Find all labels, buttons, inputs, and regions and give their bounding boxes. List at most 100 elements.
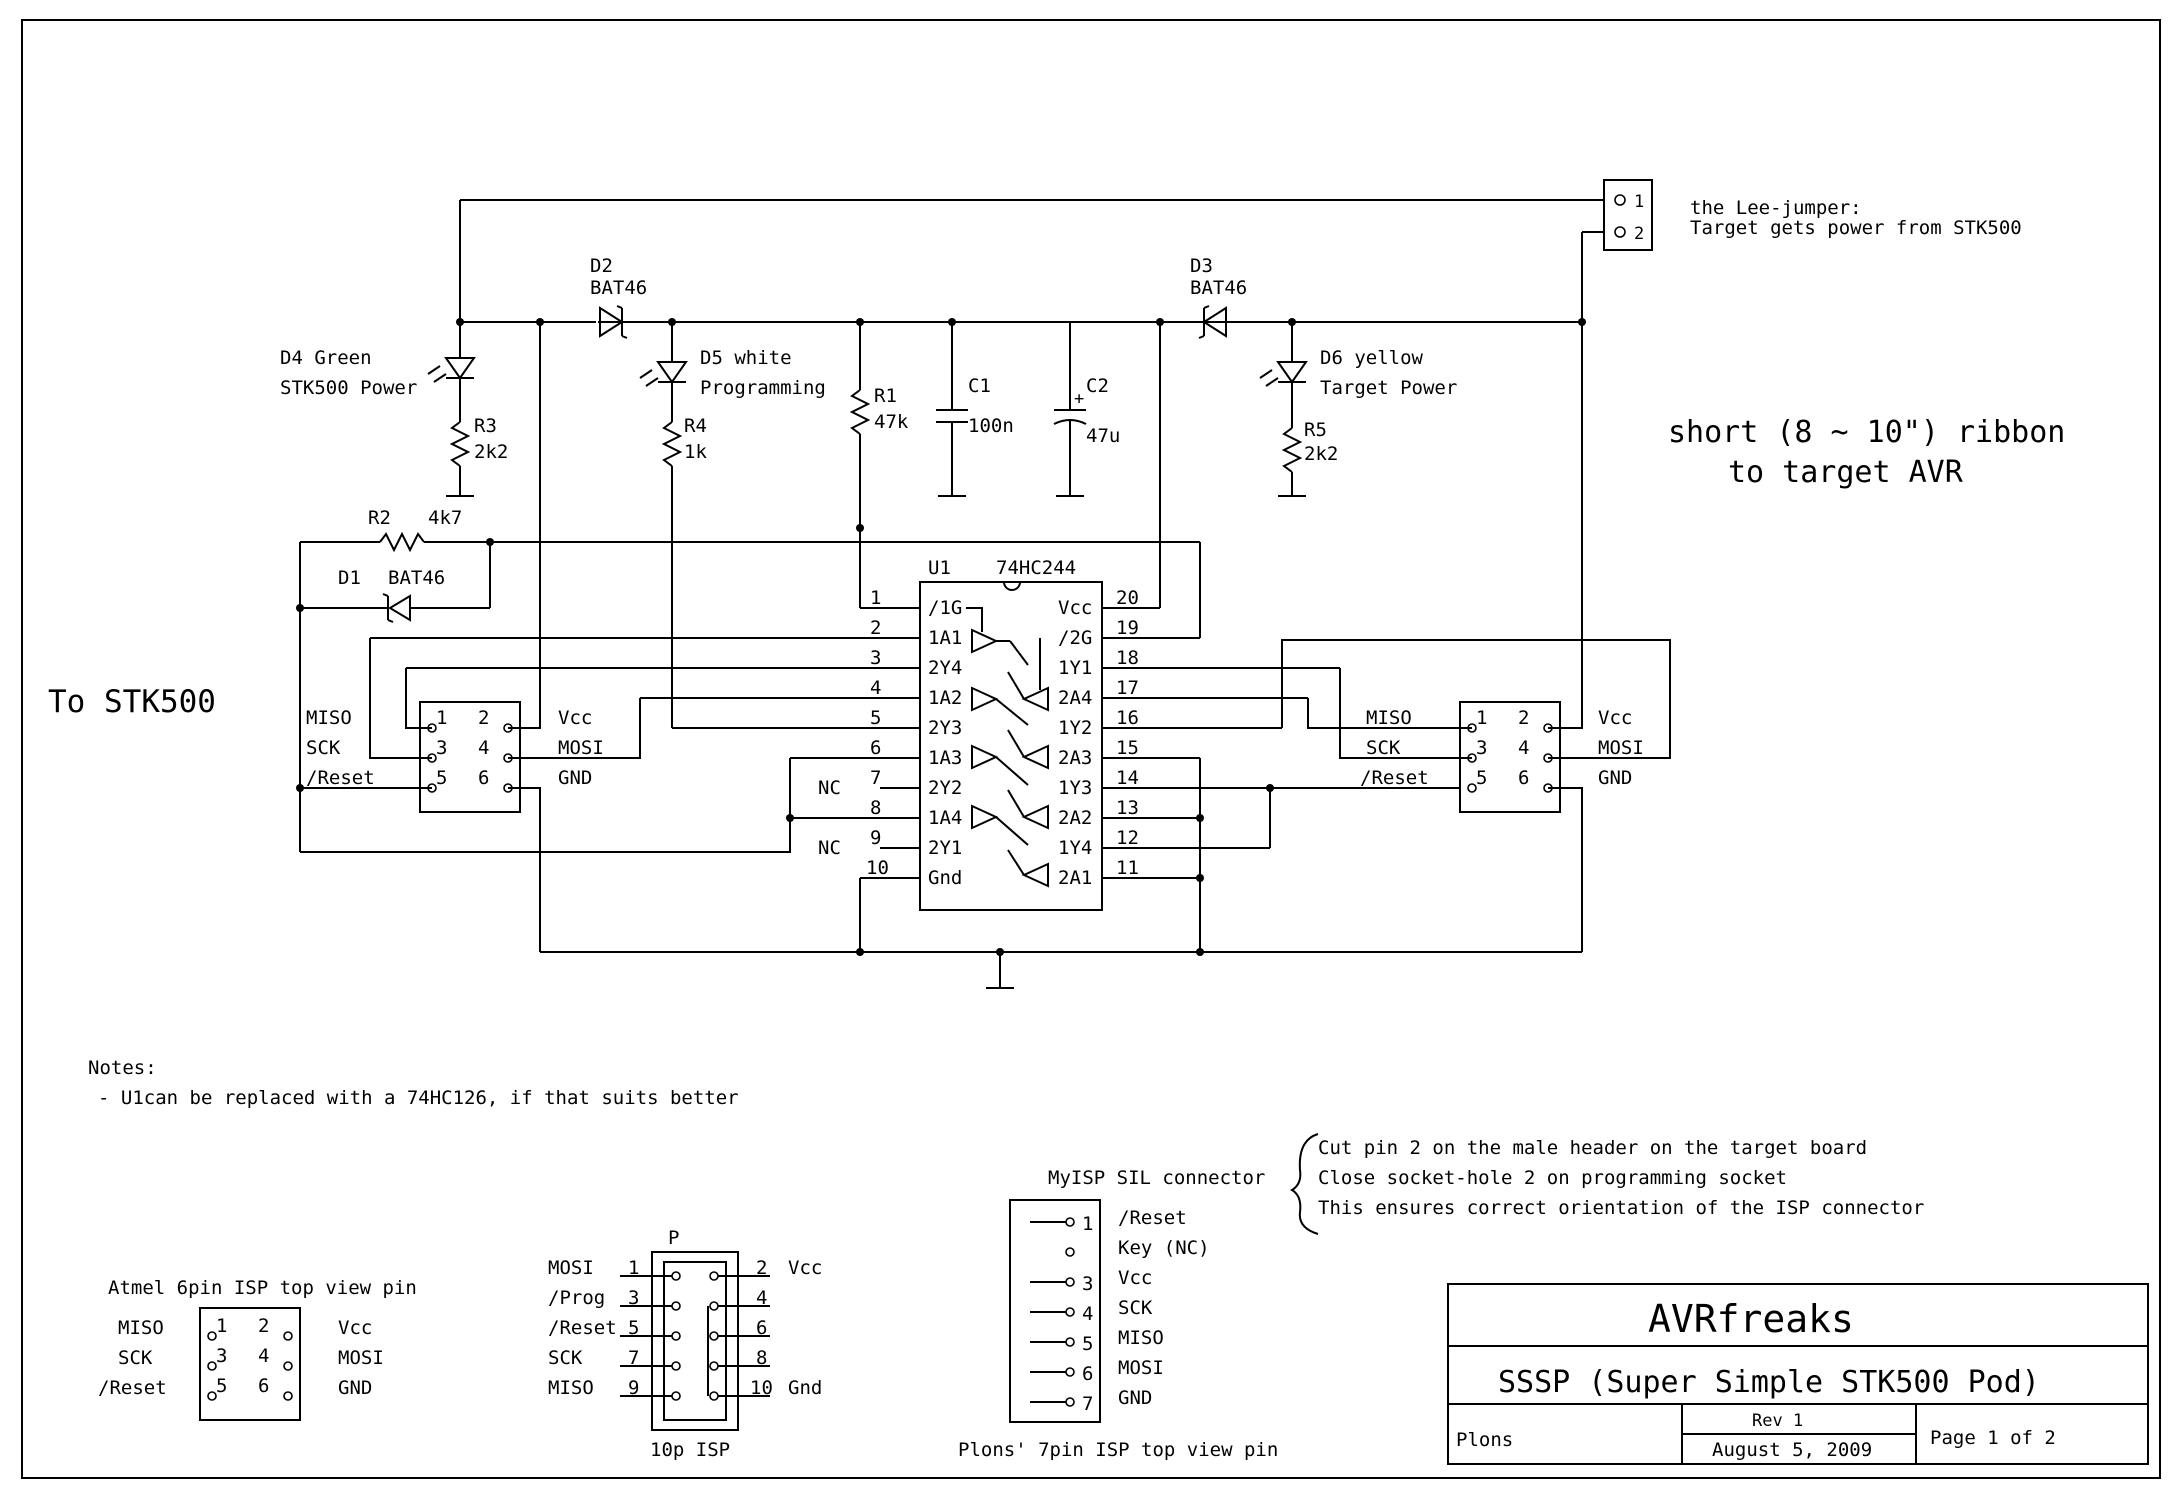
stk500-wiring: [300, 322, 791, 952]
d2-value: BAT46: [590, 277, 647, 299]
title-author: Plons: [1456, 1429, 1513, 1451]
r4-value: 1k: [684, 441, 707, 463]
d3-ref: D3: [1190, 255, 1213, 277]
ic-internal-buffers: [966, 607, 1049, 888]
d1-value: BAT46: [388, 567, 445, 589]
svg-text:6: 6: [756, 1317, 767, 1339]
svg-text:1Y3: 1Y3: [1058, 777, 1092, 799]
d6-ref: D6 yellow: [1320, 347, 1424, 369]
svg-text:12: 12: [1116, 827, 1139, 849]
svg-text:1Y1: 1Y1: [1058, 657, 1092, 679]
svg-text:20: 20: [1116, 587, 1139, 609]
svg-text:/Reset: /Reset: [1118, 1207, 1187, 1229]
tgt-vcc: Vcc: [1598, 707, 1632, 729]
notes-title: Notes:: [88, 1057, 157, 1079]
isp10-prog: /Prog: [548, 1287, 605, 1309]
jumper-pin-1: 1: [1634, 192, 1644, 212]
svg-text:2: 2: [870, 617, 881, 639]
title-project: SSSP (Super Simple STK500 Pod): [1498, 1365, 2040, 1400]
svg-text:2: 2: [258, 1315, 269, 1337]
r4-ref: R4: [684, 415, 707, 437]
myisp-caption: Plons' 7pin ISP top view pin: [958, 1439, 1278, 1461]
isp10-mosi: MOSI: [548, 1257, 594, 1279]
d5-value: Programming: [700, 377, 826, 399]
jumper-pin-2: 2: [1634, 224, 1644, 244]
r2-ref: R2: [368, 507, 391, 529]
svg-text:16: 16: [1116, 707, 1139, 729]
d3-value: BAT46: [1190, 277, 1247, 299]
svg-text:6: 6: [1518, 767, 1529, 789]
tgt-mosi: MOSI: [1598, 737, 1644, 759]
svg-text:Vcc: Vcc: [1058, 597, 1092, 619]
c1-ref: C1: [968, 375, 991, 397]
svg-text:11: 11: [1116, 857, 1139, 879]
ribbon-label-2: to target AVR: [1728, 455, 1964, 490]
svg-text:15: 15: [1116, 737, 1139, 759]
diode-d2: [596, 305, 628, 339]
svg-text:1: 1: [1082, 1213, 1093, 1235]
tgt-reset: /Reset: [1360, 767, 1429, 789]
svg-text:6: 6: [1082, 1363, 1093, 1385]
svg-text:7: 7: [870, 767, 881, 789]
r2-value: 4k7: [428, 507, 462, 529]
isp10-sck: SCK: [548, 1347, 583, 1369]
isp10-reset: /Reset: [548, 1317, 617, 1339]
svg-text:4: 4: [1518, 737, 1529, 759]
svg-text:MISO: MISO: [1118, 1327, 1164, 1349]
svg-text:4: 4: [478, 737, 489, 759]
myisp-note-brace: [1290, 1133, 1319, 1235]
ic-right-stubs: [1102, 607, 1460, 879]
d4-value: STK500 Power: [280, 377, 417, 399]
title-company: AVRfreaks: [1648, 1297, 1854, 1341]
power-rails: [459, 199, 1604, 323]
svg-text:2A3: 2A3: [1058, 747, 1092, 769]
svg-text:1: 1: [1476, 707, 1487, 729]
atmel6-reset: /Reset: [98, 1377, 167, 1399]
myisp-pin-names: /Reset Key (NC) Vcc SCK MISO MOSI GND: [1118, 1207, 1210, 1409]
atmel6-miso: MISO: [118, 1317, 164, 1339]
svg-text:4: 4: [870, 677, 881, 699]
svg-text:7: 7: [1082, 1393, 1093, 1415]
atmel6-gnd: GND: [338, 1377, 372, 1399]
r1-ref: R1: [874, 385, 897, 407]
title-block: [1447, 1283, 2149, 1465]
c1-value: 100n: [968, 415, 1014, 437]
nc-label-9: NC: [818, 837, 841, 859]
svg-text:7: 7: [628, 1347, 639, 1369]
svg-text:14: 14: [1116, 767, 1139, 789]
svg-text:6: 6: [870, 737, 881, 759]
svg-text:4: 4: [258, 1345, 269, 1367]
svg-text:Vcc: Vcc: [1118, 1267, 1152, 1289]
diode-d3: [1198, 305, 1227, 339]
resistor-r2: [300, 528, 1200, 553]
svg-text:5: 5: [870, 707, 881, 729]
tgt-gnd: GND: [1598, 767, 1632, 789]
svg-text:Gnd: Gnd: [928, 867, 962, 889]
isp10-caption: 10p ISP: [650, 1439, 730, 1461]
atmel6-connector: 1 2 3 4 5 6: [199, 1307, 301, 1421]
svg-text:SCK: SCK: [1118, 1297, 1153, 1319]
svg-text:2A1: 2A1: [1058, 867, 1092, 889]
svg-text:8: 8: [870, 797, 881, 819]
svg-text:3: 3: [628, 1287, 639, 1309]
stk-vcc: Vcc: [558, 707, 592, 729]
stk-reset: /Reset: [306, 767, 375, 789]
isp10-connector: [620, 1251, 770, 1431]
myisp-note-1: Cut pin 2 on the male header on the targ…: [1318, 1137, 1867, 1159]
stk-sck: SCK: [306, 737, 341, 759]
svg-text:5: 5: [1476, 767, 1487, 789]
r3-value: 2k2: [474, 441, 508, 463]
svg-text:2: 2: [756, 1257, 767, 1279]
svg-text:4: 4: [1082, 1303, 1093, 1325]
svg-text:5: 5: [1082, 1333, 1093, 1355]
svg-text:2: 2: [478, 707, 489, 729]
isp10-vcc: Vcc: [788, 1257, 822, 1279]
stk500-header: 1 2 3 4 5 6: [419, 701, 521, 813]
svg-text:GND: GND: [1118, 1387, 1152, 1409]
atmel6-title: Atmel 6pin ISP top view pin: [108, 1277, 417, 1299]
svg-text:1: 1: [216, 1315, 227, 1337]
svg-text:18: 18: [1116, 647, 1139, 669]
stk-miso: MISO: [306, 707, 352, 729]
svg-text:6: 6: [258, 1375, 269, 1397]
